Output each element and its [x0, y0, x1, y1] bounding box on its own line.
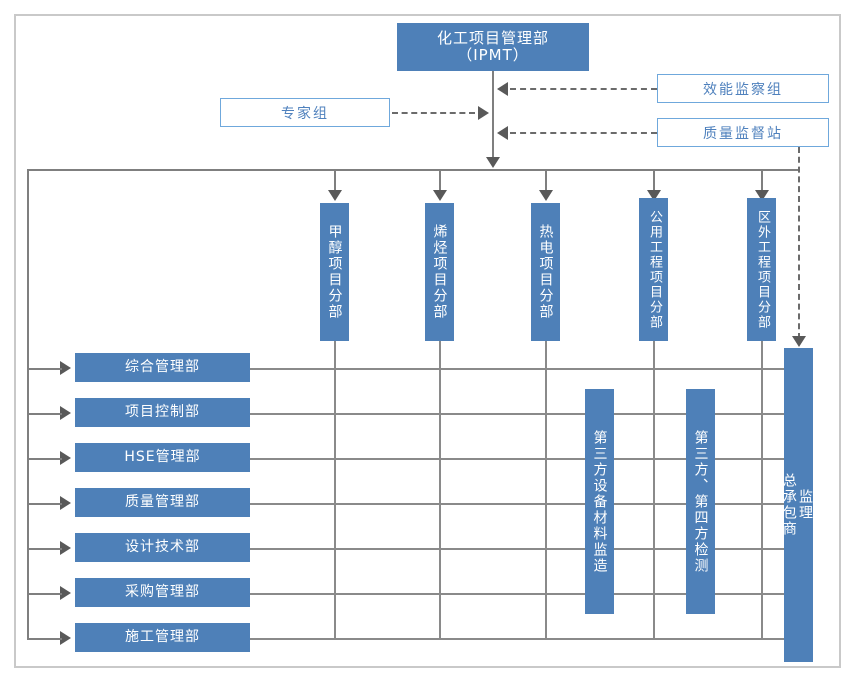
stub-dept-1	[27, 368, 62, 370]
box-dept-design-technology: 设计技术部	[75, 533, 250, 562]
link-quality-to-contractor-arrowhead	[792, 336, 806, 347]
box-third-party-fourth-party-testing-label: 第三方、第四方检测	[692, 429, 709, 574]
arrow-dept-2	[60, 406, 71, 420]
box-dept-hse-management-label: HSE管理部	[124, 449, 201, 466]
grid-row-3	[250, 458, 798, 460]
grid-row-2	[250, 413, 798, 415]
box-expert-group: 专家组	[220, 98, 390, 127]
grid-col-4	[653, 341, 655, 640]
diagram-outer-frame	[14, 14, 841, 668]
stub-dept-3	[27, 458, 62, 460]
box-quality-supervision-station-label: 质量监督站	[703, 125, 783, 142]
drop-division-1-arrow	[328, 190, 342, 201]
box-third-party-equipment-inspection-label: 第三方设备材料监造	[591, 429, 608, 574]
box-division-methanol: 甲醇项目分部	[320, 203, 349, 341]
box-division-olefin-label: 烯烃项目分部	[431, 224, 448, 320]
box-division-methanol-label: 甲醇项目分部	[326, 224, 343, 320]
box-quality-supervision-station: 质量监督站	[657, 118, 829, 147]
box-dept-quality-management: 质量管理部	[75, 488, 250, 517]
box-division-thermal-power: 热电项目分部	[531, 203, 560, 341]
box-division-thermal-power-label: 热电项目分部	[537, 224, 554, 320]
box-dept-design-technology-label: 设计技术部	[125, 539, 200, 556]
box-dept-hse-management: HSE管理部	[75, 443, 250, 472]
stub-dept-7	[27, 638, 62, 640]
box-ipmt: 化工项目管理部 （IPMT）	[397, 23, 589, 71]
grid-row-7	[250, 638, 798, 640]
box-dept-construction-management-label: 施工管理部	[125, 629, 200, 646]
drop-division-5	[761, 169, 763, 193]
box-dept-general-management-label: 综合管理部	[125, 359, 200, 376]
drop-division-4-arrow	[647, 190, 661, 201]
grid-col-5	[761, 341, 763, 640]
box-dept-procurement-management: 采购管理部	[75, 578, 250, 607]
spine-ipmt-vertical	[492, 71, 494, 161]
grid-row-1	[250, 368, 798, 370]
arrow-dept-6	[60, 586, 71, 600]
box-third-party-fourth-party-testing: 第三方、第四方检测	[686, 389, 715, 614]
box-supervision-and-contractor: 监理 总承包商	[780, 348, 813, 662]
drop-division-3	[545, 169, 547, 193]
bracket-left-vertical	[27, 169, 29, 640]
box-dept-general-management: 综合管理部	[75, 353, 250, 382]
grid-col-3	[545, 341, 547, 640]
grid-col-2	[439, 341, 441, 640]
stub-dept-4	[27, 503, 62, 505]
grid-row-5	[250, 548, 798, 550]
bracket-top-bar	[27, 169, 798, 171]
box-division-offsite-engineering: 区外工程项目分部	[747, 198, 776, 341]
box-dept-procurement-management-label: 采购管理部	[125, 584, 200, 601]
arrow-dept-7	[60, 631, 71, 645]
box-efficiency-supervision-group-label: 效能监察组	[703, 81, 783, 98]
drop-division-2	[439, 169, 441, 193]
arrow-dept-4	[60, 496, 71, 510]
drop-division-2-arrow	[433, 190, 447, 201]
box-efficiency-supervision-group: 效能监察组	[657, 74, 829, 103]
box-division-utility-engineering: 公用工程项目分部	[639, 198, 668, 341]
link-efficiency-arrowhead	[497, 82, 508, 96]
box-dept-project-control: 项目控制部	[75, 398, 250, 427]
grid-col-1	[334, 341, 336, 640]
link-quality-to-contractor	[798, 147, 800, 339]
drop-division-3-arrow	[539, 190, 553, 201]
box-contractor-label: 总承包商	[780, 473, 797, 537]
box-dept-quality-management-label: 质量管理部	[125, 494, 200, 511]
link-expert-arrowhead	[478, 106, 489, 120]
arrow-dept-3	[60, 451, 71, 465]
box-division-olefin: 烯烃项目分部	[425, 203, 454, 341]
box-dept-project-control-label: 项目控制部	[125, 404, 200, 421]
box-ipmt-line2: （IPMT）	[457, 46, 529, 64]
link-efficiency-to-ipmt	[510, 88, 657, 90]
box-ipmt-line1: 化工项目管理部	[436, 28, 549, 47]
drop-division-5-arrow	[755, 190, 769, 201]
box-third-party-equipment-inspection: 第三方设备材料监造	[585, 389, 614, 614]
arrow-dept-5	[60, 541, 71, 555]
link-quality-to-ipmt	[510, 132, 657, 134]
box-supervision-label: 监理	[797, 489, 813, 521]
link-quality-arrowhead	[497, 126, 508, 140]
spine-ipmt-arrow	[486, 157, 500, 168]
stub-dept-5	[27, 548, 62, 550]
box-dept-construction-management: 施工管理部	[75, 623, 250, 652]
drop-division-1	[334, 169, 336, 193]
grid-row-6	[250, 593, 798, 595]
arrow-dept-1	[60, 361, 71, 375]
drop-division-4	[653, 169, 655, 193]
box-division-offsite-engineering-label: 区外工程项目分部	[754, 209, 770, 330]
link-expert-to-ipmt	[392, 112, 475, 114]
stub-dept-6	[27, 593, 62, 595]
grid-row-4	[250, 503, 798, 505]
stub-dept-2	[27, 413, 62, 415]
box-division-utility-engineering-label: 公用工程项目分部	[646, 209, 662, 330]
box-expert-group-label: 专家组	[281, 105, 329, 122]
